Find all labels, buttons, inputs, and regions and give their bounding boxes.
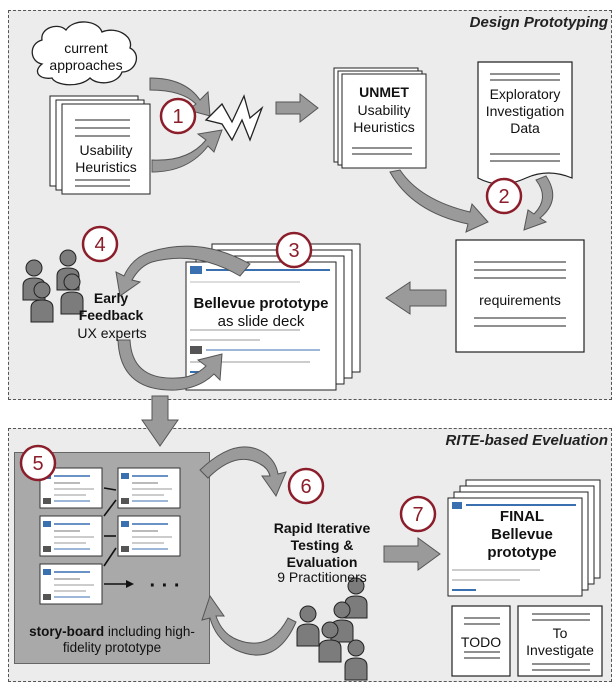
feedback-arrow-top [115,245,251,297]
design-prototyping-title: Design Prototyping [469,14,608,31]
rite-arrow-top [199,446,287,498]
step-number-6: 6 [300,476,311,498]
arrow-requirements-to-prototype [385,281,447,315]
arrow-data-to-requirements [523,175,554,231]
usability-heuristics-label: Usability Heuristics [75,142,137,175]
cloud-shape [31,21,138,86]
requirements-label: requirements [479,292,561,308]
arrow-design-to-rite [141,395,179,447]
storyboard-rest: including high-fidelity prototype [62,624,195,656]
step-badge-1: 1 [159,97,197,135]
spark-icon [204,94,264,142]
current-approaches-label: current approaches [49,40,123,73]
step-number-5: 5 [32,453,43,475]
step-badge-4: 4 [81,225,119,263]
step-number-1: 1 [172,106,183,128]
step-badge-2: 2 [485,177,523,215]
step-number-3: 3 [288,240,299,262]
final-prototype-stack [447,479,601,597]
rite-evaluation-title: RITE-based Eveluation [445,432,608,449]
to-investigate-label: To Investigate [526,625,594,658]
storyboard-caption: story-board including high-fidelity prot… [14,624,210,656]
arrow-heuristics-to-spark [151,129,223,173]
storyboard-ellipsis: · · · [149,575,181,597]
step-badge-5: 5 [19,444,57,482]
step-number-4: 4 [94,234,105,256]
requirements-document [455,239,585,353]
step-badge-7: 7 [399,495,437,533]
step-badge-3: 3 [275,231,313,269]
unmet-heuristics-stack [333,67,427,169]
unmet-title: UNMET [359,84,409,100]
ux-experts-label: UX experts [77,325,147,341]
step-number-7: 7 [412,504,423,526]
step-badge-6: 6 [287,467,325,505]
rite-label: Rapid Iterative Testing & Evaluation [273,520,371,570]
bellevue-slide-deck [185,243,361,391]
final-prototype-label: FINAL Bellevue prototype [487,508,557,561]
usability-heuristics-stack [49,95,151,195]
todo-document [451,605,511,677]
todo-label: TODO [460,634,502,650]
bellevue-prototype-subtitle: as slide deck [217,313,305,330]
arrow-rite-to-final [383,537,441,571]
storyboard-bold: story-board [29,624,105,639]
to-investigate-document [517,605,603,677]
unmet-heuristics-label: Usability Heuristics [353,102,415,135]
feedback-arrow-bottom [117,339,223,391]
practitioners-label: 9 Practitioners [277,569,367,585]
bellevue-prototype-title: Bellevue prototype [193,295,329,312]
arrow-approaches-to-spark [149,77,211,117]
rite-arrow-bottom [201,594,297,656]
step-number-2: 2 [498,186,509,208]
early-feedback-label: Early Feedback [78,290,144,323]
arrow-unmet-to-requirements [389,169,489,233]
exploratory-data-label: Exploratory Investigation Data [485,86,565,136]
arrow-spark-to-unmet [275,92,319,124]
